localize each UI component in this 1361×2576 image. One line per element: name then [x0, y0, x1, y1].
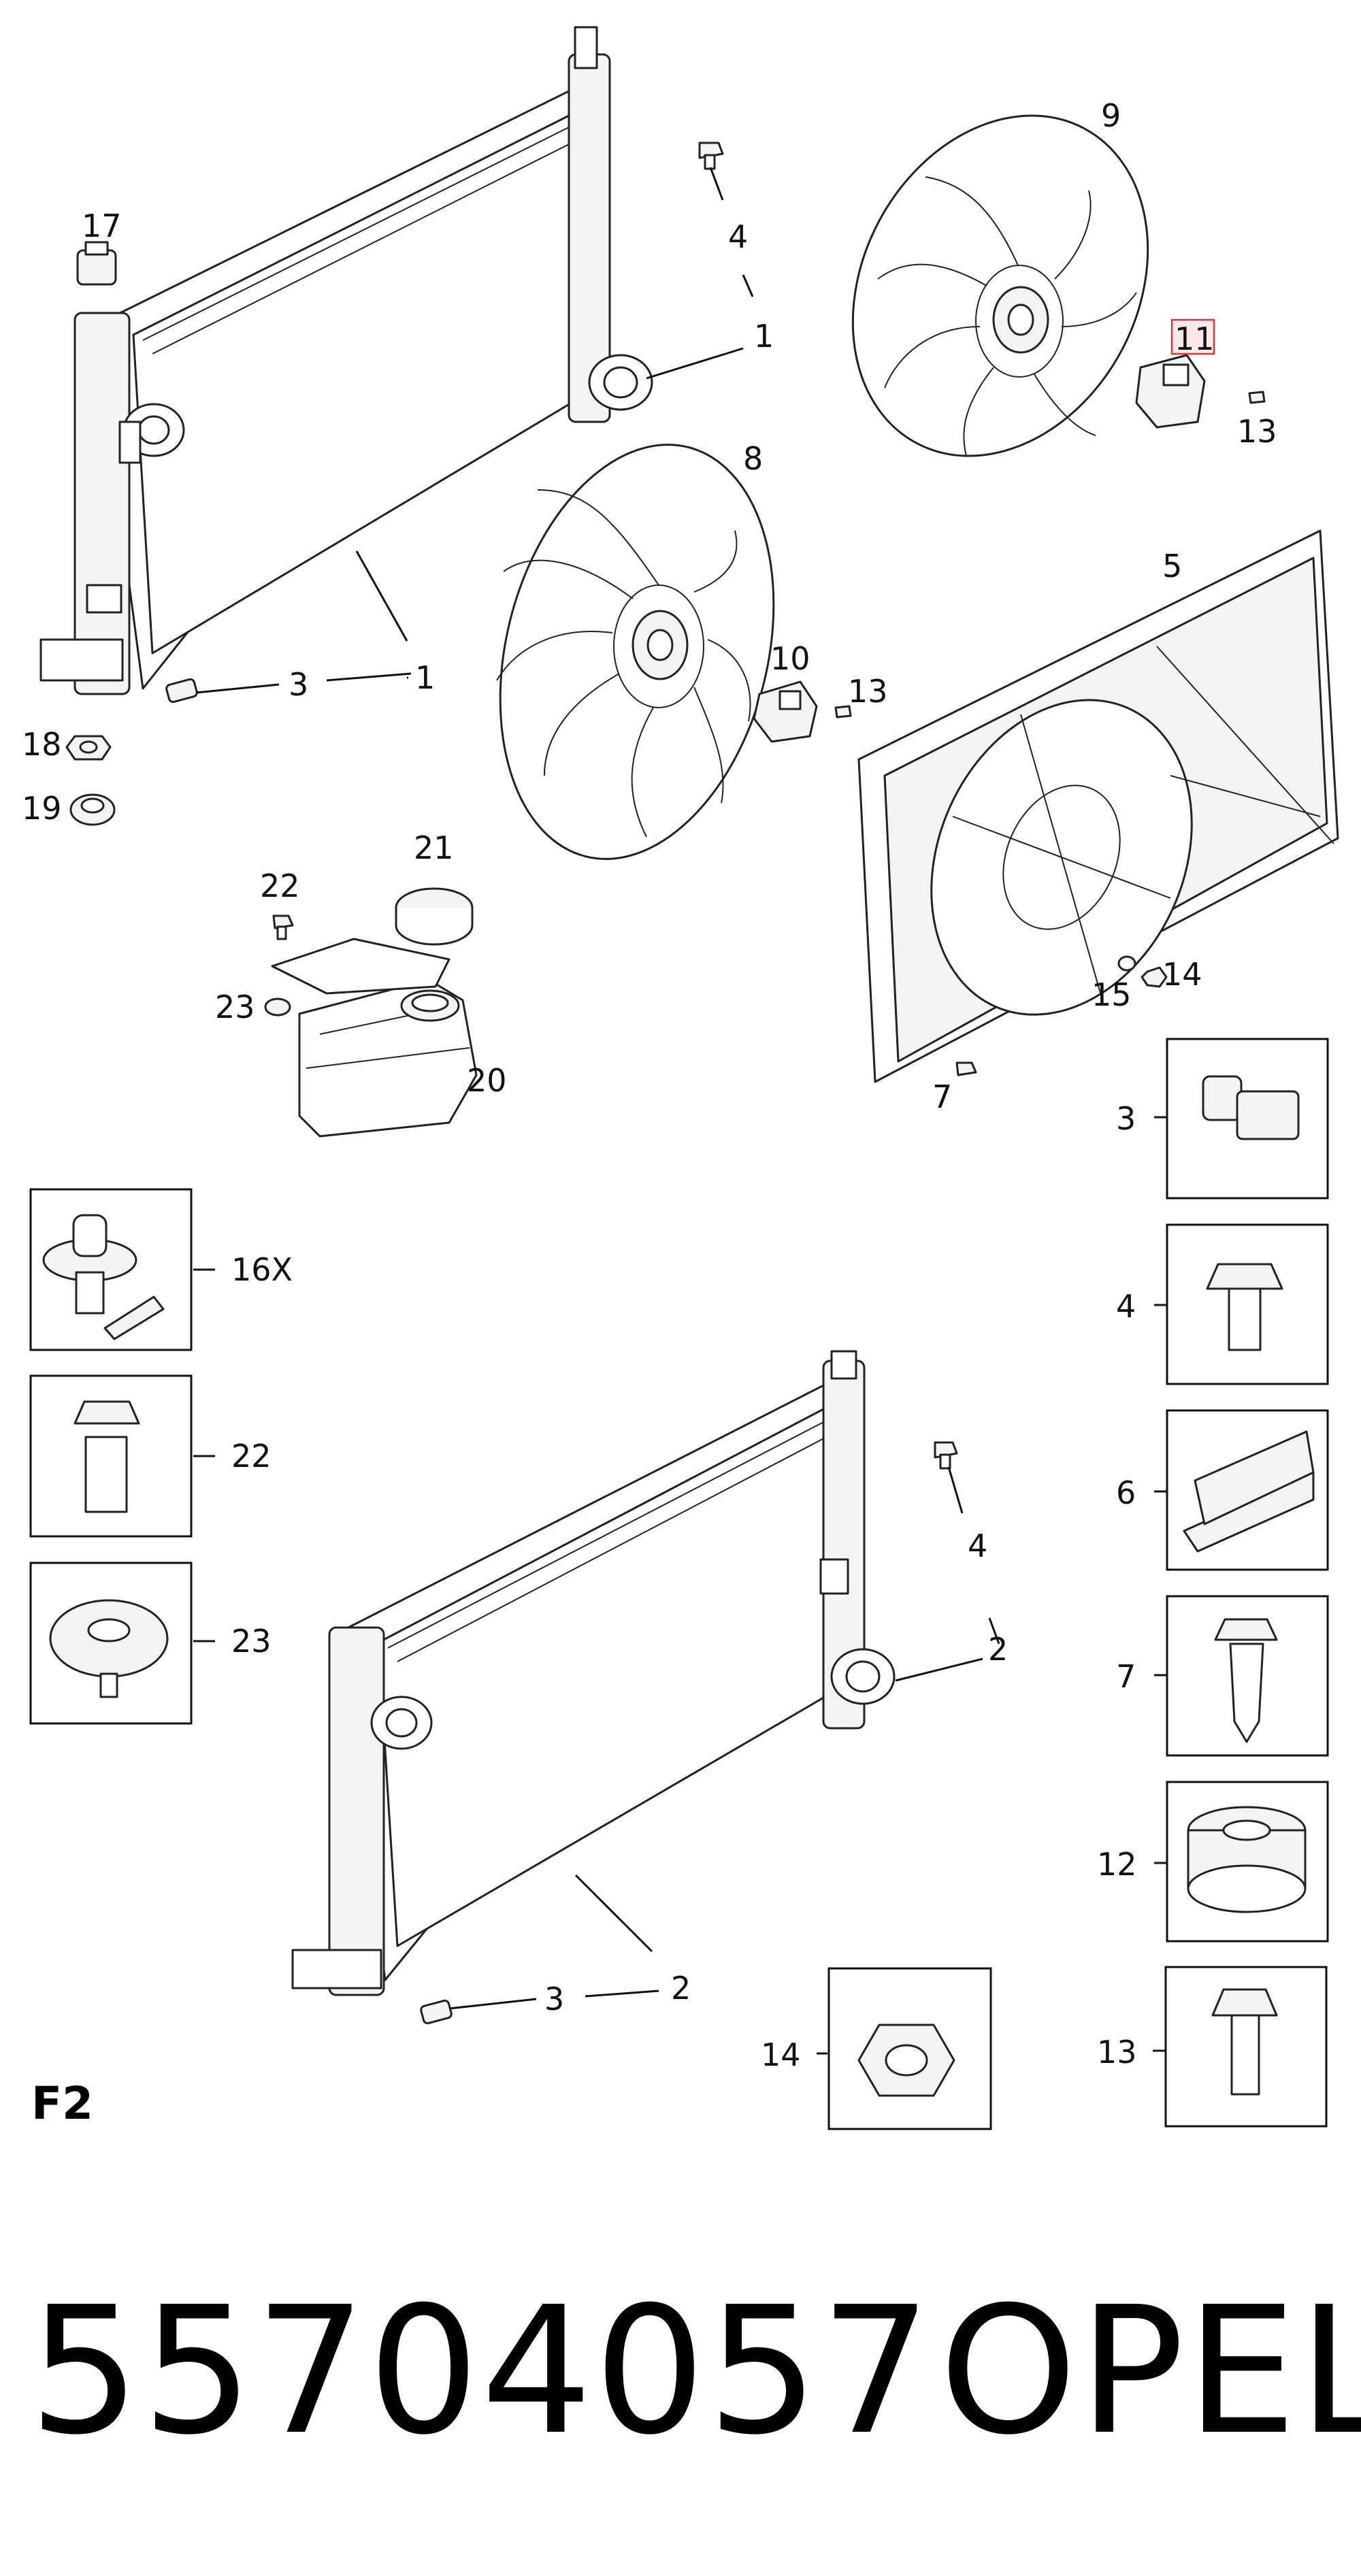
callout-1-top: 1	[754, 318, 774, 354]
connector-17	[76, 241, 117, 286]
callout-1-bottom: 1	[415, 659, 435, 696]
callout-23-detail: 23	[231, 1623, 272, 1659]
radiator-2	[291, 1350, 896, 1996]
callout-3-detail: 3	[1116, 1100, 1136, 1137]
callout-7: 7	[932, 1078, 952, 1115]
fan-shroud-5	[857, 529, 1339, 1083]
callout-12-detail: 12	[1097, 1846, 1137, 1883]
resistor-10	[753, 680, 818, 743]
callout-4-bottom: 4	[968, 1528, 987, 1564]
callout-14: 14	[1162, 956, 1202, 993]
screw-4-bottom	[934, 1441, 958, 1470]
callout-13-top: 13	[1237, 413, 1277, 450]
nut-18	[65, 735, 112, 761]
detail-box-7	[1154, 1595, 1329, 1757]
callout-2-bottom: 2	[671, 1970, 691, 2007]
bolt-22-small	[272, 914, 294, 940]
screw-13-a	[1248, 391, 1266, 404]
radiator-1	[39, 26, 653, 695]
callout-19: 19	[22, 790, 62, 827]
detail-box-16x	[29, 1188, 215, 1351]
callout-10: 10	[770, 640, 810, 677]
callout-9: 9	[1101, 97, 1121, 134]
drain-plug-3-bottom	[420, 1999, 453, 2025]
detail-box-6	[1154, 1409, 1329, 1571]
callout-22-detail: 22	[231, 1438, 272, 1474]
callout-11: 11	[1175, 320, 1215, 357]
callout-3-bottom: 3	[544, 1981, 564, 2017]
callout-17: 17	[82, 208, 122, 244]
callout-4-detail: 4	[1116, 1288, 1136, 1325]
screw-7-small	[955, 1061, 977, 1076]
callout-5: 5	[1162, 548, 1182, 584]
reservoir-20	[271, 938, 478, 1138]
washer-15	[1117, 955, 1136, 972]
screw-13-b	[834, 705, 852, 719]
fan-8	[496, 444, 775, 860]
callout-4-top: 4	[728, 218, 748, 255]
part-number: 55704057	[29, 2269, 934, 2473]
callout-2-right: 2	[988, 1631, 1008, 1668]
detail-box-23	[29, 1562, 215, 1725]
detail-box-14	[817, 1967, 992, 2130]
detail-box-13	[1153, 1966, 1328, 2128]
callout-22: 22	[260, 868, 300, 904]
callout-15: 15	[1092, 976, 1132, 1013]
detail-box-22	[29, 1374, 215, 1538]
resistor-11	[1135, 354, 1206, 429]
detail-box-3	[1154, 1038, 1329, 1200]
callout-6-detail: 6	[1116, 1474, 1136, 1511]
callout-14-detail: 14	[761, 2036, 801, 2073]
callout-21: 21	[414, 829, 454, 866]
callout-7-detail: 7	[1116, 1658, 1136, 1695]
brand-name: OPEL	[939, 2269, 1361, 2473]
nut-14-small	[1141, 966, 1168, 988]
callout-13-detail: 13	[1097, 2034, 1137, 2070]
callout-13-mid: 13	[848, 673, 888, 710]
callout-20: 20	[467, 1062, 507, 1099]
grommet-19	[69, 793, 116, 826]
clip-23-small	[264, 997, 291, 1017]
highlight-box-11	[1170, 318, 1215, 355]
detail-box-12	[1154, 1781, 1329, 1943]
section-code: F2	[31, 2077, 93, 2130]
callout-23: 23	[215, 989, 255, 1025]
callout-labels: 1 4 17 9 11 13 8 5 10 13 3 1 18 19 21 22…	[22, 97, 1277, 2130]
fan-9	[851, 114, 1149, 457]
leader-lines	[195, 167, 1000, 2010]
drain-plug-3-top	[165, 678, 198, 704]
cap-21	[395, 887, 474, 946]
callout-18: 18	[22, 726, 62, 763]
detail-box-4	[1154, 1223, 1329, 1385]
callout-16x-detail: 16X	[231, 1251, 293, 1288]
callout-3-top: 3	[289, 666, 308, 703]
screw-4-top	[698, 142, 724, 170]
callout-8: 8	[743, 440, 763, 477]
